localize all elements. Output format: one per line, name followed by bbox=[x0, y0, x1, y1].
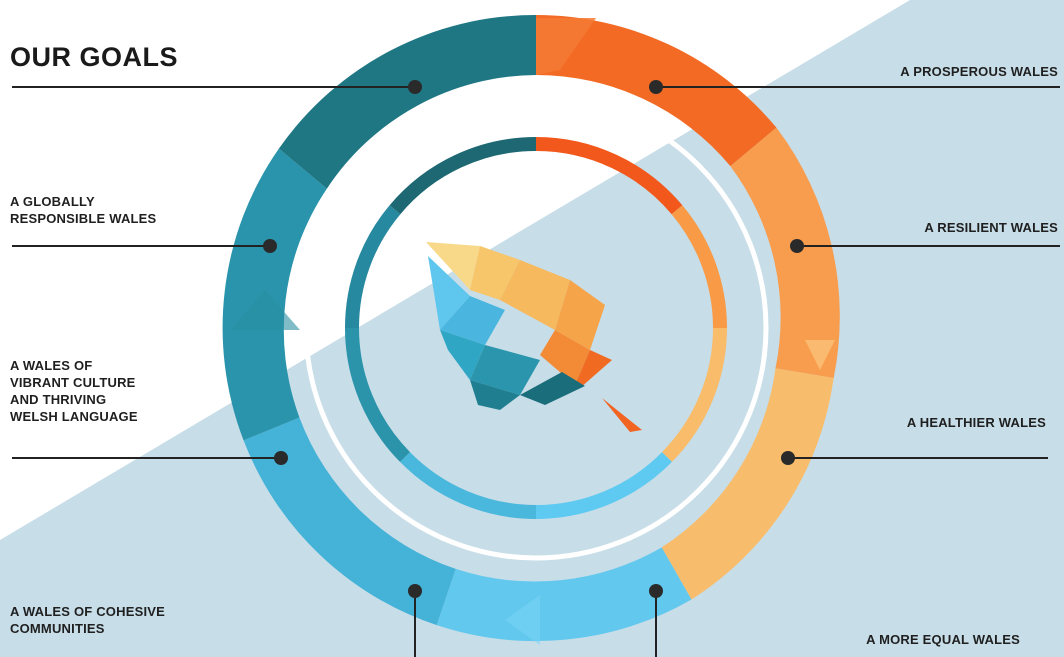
inner-ring-segment bbox=[400, 452, 537, 519]
leaf-icon bbox=[426, 242, 642, 432]
ring-segment-healthier bbox=[661, 368, 834, 600]
marker-dot bbox=[649, 584, 663, 598]
page-title: OUR GOALS bbox=[10, 42, 179, 72]
arrow-chevron bbox=[536, 18, 596, 75]
ring-segment-cohesive bbox=[243, 417, 456, 626]
ring-segment-resilient bbox=[730, 127, 840, 378]
marker-dot bbox=[408, 584, 422, 598]
arrow-chevron bbox=[230, 290, 300, 330]
inner-ring-segment bbox=[661, 327, 727, 462]
arrow-chevron bbox=[505, 595, 540, 645]
inner-ring bbox=[344, 137, 727, 519]
marker-dot bbox=[790, 239, 804, 253]
goal-label-cohesive: A WALES OF COHESIVE COMMUNITIES bbox=[10, 604, 166, 636]
marker-dot bbox=[408, 80, 422, 94]
inner-ring-segment bbox=[535, 452, 672, 519]
marker-dot bbox=[274, 451, 288, 465]
inner-ring-segment bbox=[535, 137, 683, 215]
connectors bbox=[12, 80, 1060, 657]
goal-label-prosperous: A PROSPEROUS WALES bbox=[900, 64, 1058, 79]
goal-label-resilient: A RESILIENT WALES bbox=[924, 220, 1058, 235]
marker-dot bbox=[781, 451, 795, 465]
goal-label-healthier: A HEALTHIER WALES bbox=[906, 415, 1046, 430]
goal-label-more-equal: A MORE EQUAL WALES bbox=[866, 632, 1020, 647]
inner-ring-segment bbox=[344, 205, 401, 329]
arrow-chevron bbox=[805, 340, 835, 370]
goal-label-globally: A GLOBALLY RESPONSIBLE WALES bbox=[10, 194, 157, 226]
ring-segment-more-equal bbox=[436, 547, 692, 642]
marker-dot bbox=[263, 239, 277, 253]
ring-segment-culture bbox=[222, 148, 327, 441]
ring-segment-globally bbox=[278, 14, 536, 189]
inner-ring-segment bbox=[345, 327, 411, 462]
inner-ring-segment bbox=[389, 137, 537, 215]
inner-ring-segment bbox=[671, 205, 727, 329]
goal-label-culture: A WALES OF VIBRANT CULTURE AND THRIVING … bbox=[10, 358, 138, 424]
outer-ring bbox=[222, 14, 840, 645]
marker-dot bbox=[649, 80, 663, 94]
